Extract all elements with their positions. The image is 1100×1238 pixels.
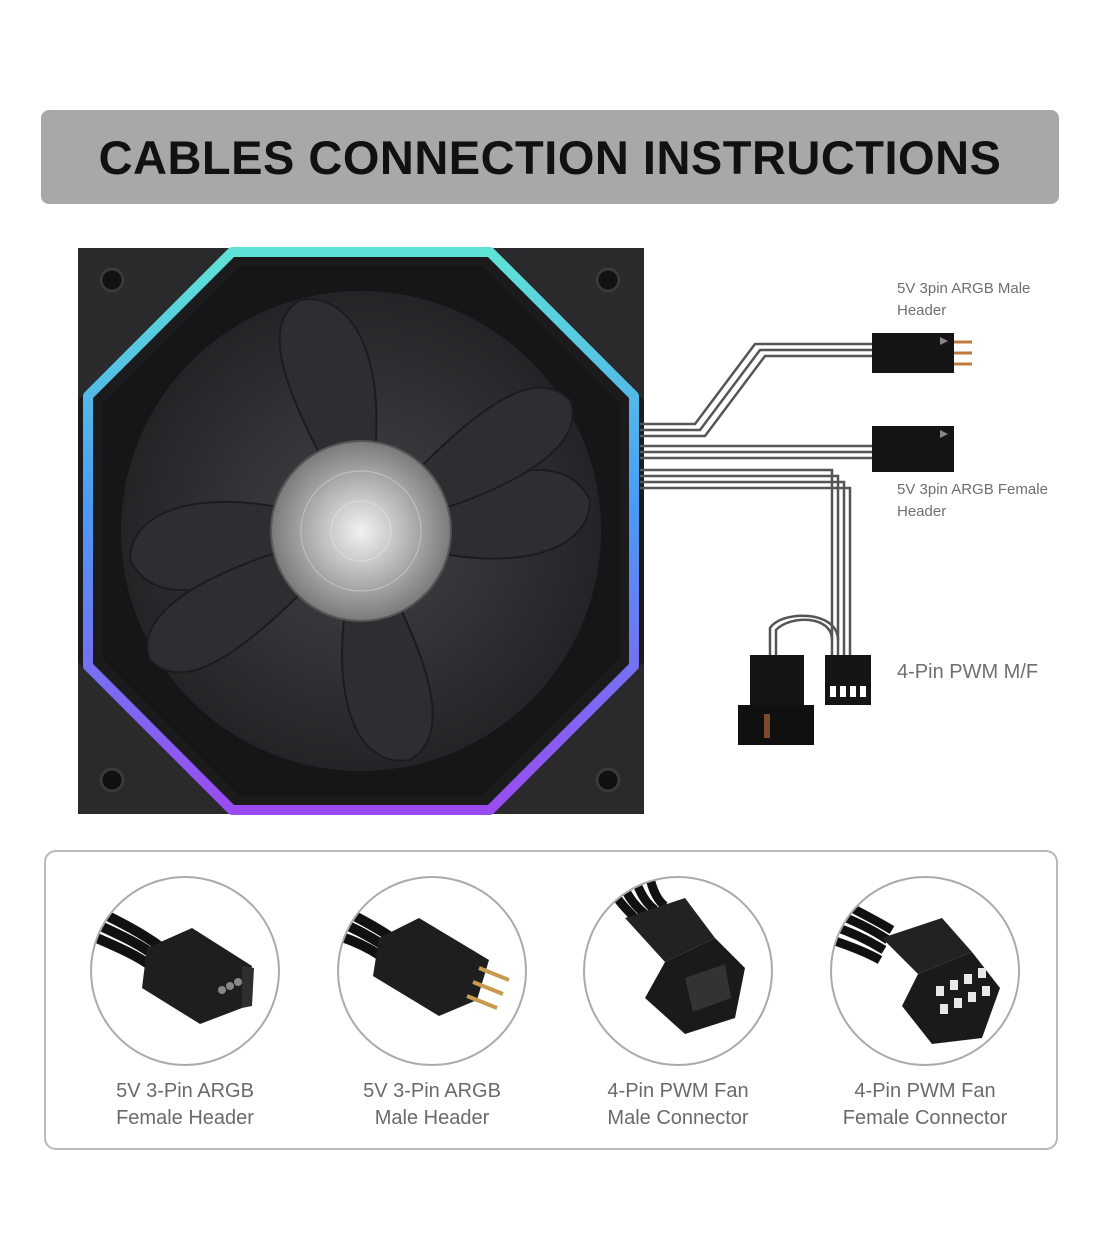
legend-line1: 5V 3-Pin ARGB — [116, 1080, 254, 1102]
pwm-male-connector-icon — [738, 655, 814, 745]
legend-line2: Male Header — [374, 1107, 490, 1129]
pwm-label: 4-Pin PWM M/F — [897, 661, 1039, 683]
argb-female-label: 5V 3pin ARGB Female Header — [897, 481, 1048, 520]
legend-line1: 4-Pin PWM Fan — [607, 1080, 749, 1102]
argb-male-connector-icon — [337, 876, 527, 1066]
page-title: CABLES CONNECTION INSTRUCTIONS — [98, 130, 1002, 184]
fan-icon — [78, 247, 644, 815]
fan-cable-diagram — [78, 247, 972, 815]
argb-female-header-icon — [872, 426, 954, 472]
legend-item: 4-Pin PWM Fan Female Connector — [800, 876, 1050, 1132]
legend-line2: Female Header — [116, 1107, 254, 1129]
legend-line1: 4-Pin PWM Fan — [854, 1080, 996, 1102]
legend-item: 5V 3-Pin ARGB Male Header — [307, 876, 557, 1132]
argb-male-label: 5V 3pin ARGB Male Header — [897, 280, 1031, 319]
connector-legend: 5V 3-Pin ARGB Female Header 5V 3-Pin ARG… — [44, 850, 1058, 1150]
cable-wires — [640, 342, 872, 655]
pwm-female-connector-icon — [825, 655, 871, 705]
legend-line2: Male Connector — [607, 1107, 749, 1129]
argb-female-connector-icon — [90, 876, 280, 1066]
legend-line1: 5V 3-Pin ARGB — [363, 1080, 501, 1102]
legend-item: 4-Pin PWM Fan Male Connector — [553, 876, 803, 1132]
pwm-female-connector-icon — [830, 876, 1020, 1066]
pwm-male-connector-icon — [583, 876, 773, 1066]
title-banner: CABLES CONNECTION INSTRUCTIONS — [41, 110, 1059, 204]
argb-male-header-icon — [872, 333, 972, 373]
legend-item: 5V 3-Pin ARGB Female Header — [60, 876, 310, 1132]
legend-line2: Female Connector — [842, 1107, 1008, 1129]
